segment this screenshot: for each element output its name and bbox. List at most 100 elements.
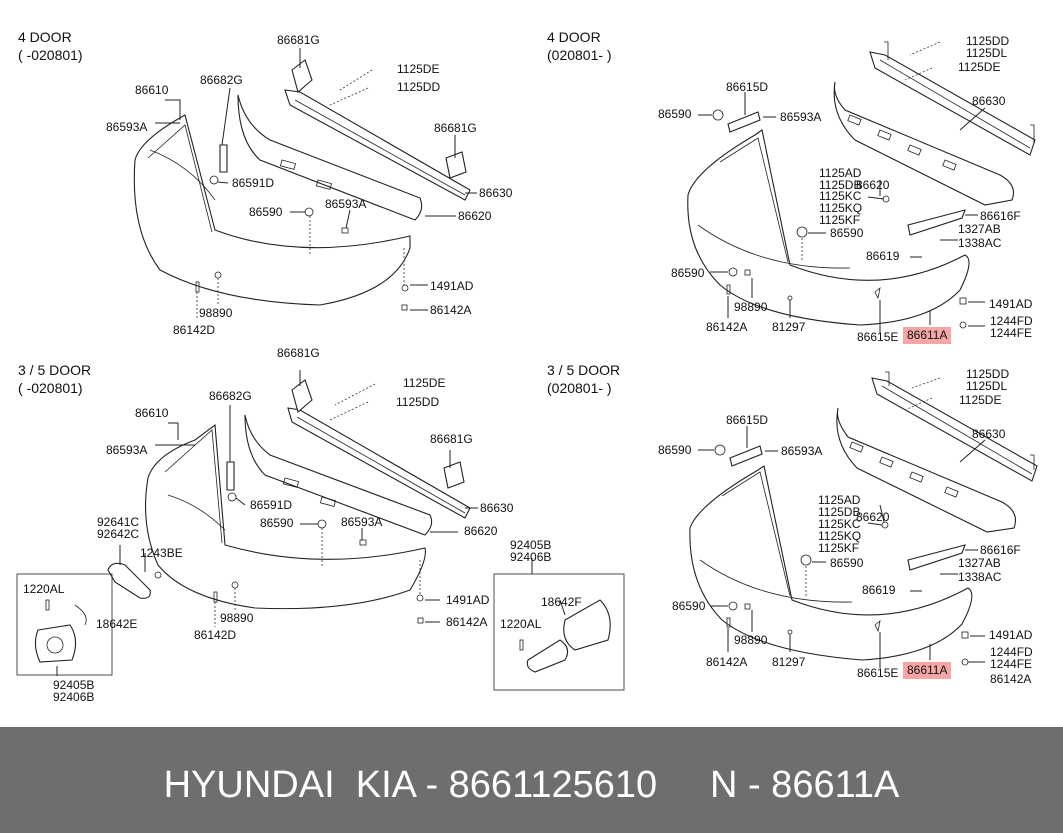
part-label: 86630 — [972, 94, 1006, 108]
part-label: 86620 — [856, 178, 890, 192]
part-label: 92406B — [510, 550, 552, 564]
part-label: 98890 — [734, 300, 768, 314]
part-label: 1338AC — [958, 570, 1002, 584]
panel4-period: (020801- ) — [547, 380, 612, 396]
part-label: 86681G — [434, 121, 477, 135]
part-label: 86615E — [857, 330, 899, 344]
part-label: 86620 — [458, 209, 492, 223]
part-label: 86682G — [209, 389, 252, 403]
part-label: 1125DE — [403, 376, 446, 390]
part-label: 86615D — [726, 80, 769, 94]
part-label: 98890 — [220, 611, 254, 625]
part-label: 86615D — [726, 413, 769, 427]
part-label: 86590 — [830, 556, 864, 570]
panel4-header: 3 / 5 DOOR (020801- ) — [547, 361, 620, 397]
part-label: 1125DD — [966, 367, 1010, 381]
part-label: 1244FD — [990, 314, 1033, 328]
part-label: 1125DE — [959, 393, 1002, 407]
part-label: 98890 — [199, 306, 233, 320]
part-label: 86590 — [671, 266, 705, 280]
part-label: 1220AL — [500, 617, 542, 631]
part-label: 86142D — [173, 323, 216, 337]
part-label: 1125AD — [818, 493, 861, 507]
part-label: 92405B — [53, 678, 95, 692]
parts-diagram: 4 DOOR ( -020801) 4 DOOR (020801- ) 3 / … — [16, 28, 1038, 704]
part-label: 1125DB — [818, 505, 861, 519]
part-label: 86593A — [106, 120, 148, 134]
part-label: 1125KF — [818, 541, 860, 555]
panel4-variant: 3 / 5 DOOR — [547, 362, 621, 378]
highlighted-part-label: 86611A — [903, 662, 952, 679]
part-label: 81297 — [772, 655, 806, 669]
part-label: 86681G — [277, 346, 320, 360]
part-label: 86610 — [135, 406, 169, 420]
part-label: 18642E — [96, 617, 138, 631]
part-label: 1220AL — [23, 582, 65, 596]
panel1-header: 4 DOOR ( -020801) — [18, 28, 83, 64]
part-label: 1244FD — [990, 645, 1033, 659]
part-label: 86142A — [446, 615, 488, 629]
part-label: 86619 — [862, 583, 896, 597]
part-label: 86590 — [672, 599, 706, 613]
part-label: 1125DD — [397, 80, 441, 94]
part-label: 1243BE — [140, 546, 183, 560]
part-label: 86593A — [780, 110, 822, 124]
part-label: 92406B — [53, 690, 95, 704]
part-label: 98890 — [734, 633, 768, 647]
part-label: 86681G — [430, 432, 473, 446]
part-label: 92405B — [510, 538, 552, 552]
part-label: 86590 — [658, 107, 692, 121]
part-label: 1125KQ — [819, 201, 863, 215]
part-label: 1125KC — [818, 517, 861, 531]
part-label: 1125DB — [819, 178, 862, 192]
part-label: 1125AD — [819, 166, 862, 180]
panel3-drawing — [16, 370, 625, 691]
part-label: 1125DD — [396, 395, 440, 409]
part-label: 86142A — [990, 672, 1032, 686]
part-label: 86619 — [866, 249, 900, 263]
panel2-variant: 4 DOOR — [547, 29, 601, 45]
part-label: 86620 — [856, 510, 890, 524]
part-label: 1125KQ — [818, 529, 862, 543]
panel2-header: 4 DOOR (020801- ) — [547, 28, 612, 64]
panel2-drawing — [687, 41, 1036, 333]
part-label: 86142A — [430, 303, 472, 317]
part-label: 1491AD — [446, 593, 490, 607]
part-label: 1125DL — [966, 379, 1008, 393]
panel2-period: (020801- ) — [547, 47, 612, 63]
part-label: 86593A — [341, 515, 383, 529]
part-label: 86590 — [658, 443, 692, 457]
part-number-caption: HYUNDAI KIA - 8661125610 N - 86611A — [163, 764, 900, 806]
panel3-variant: 3 / 5 DOOR — [18, 362, 92, 378]
part-label: 86590 — [260, 516, 294, 530]
part-label: 86610 — [135, 83, 169, 97]
part-label: 18642F — [541, 595, 582, 609]
part-label: 86590 — [830, 226, 864, 240]
part-label: 86620 — [464, 524, 498, 538]
footer-bar: HYUNDAI KIA - 8661125610 N - 86611A — [0, 727, 1063, 833]
part-label: 92641C — [97, 515, 140, 529]
part-label: 86142A — [706, 320, 748, 334]
part-label: 1338AC — [958, 236, 1002, 250]
panel1-variant: 4 DOOR — [18, 29, 72, 45]
part-label: 86142A — [706, 655, 748, 669]
part-label: 92642C — [97, 527, 140, 541]
part-label: 1327AB — [958, 556, 1001, 570]
part-label: 86682G — [200, 73, 243, 87]
part-label: 86681G — [277, 33, 320, 47]
part-label: 81297 — [772, 320, 806, 334]
panel1-drawing — [133, 48, 477, 320]
part-label: 86616F — [980, 543, 1021, 557]
part-label: 1244FE — [990, 657, 1033, 671]
part-label: 86616F — [980, 209, 1021, 223]
part-label: 86590 — [249, 205, 283, 219]
part-label: 1125DE — [397, 62, 440, 76]
highlighted-part-label: 86611A — [903, 327, 952, 344]
part-label: 1491AD — [430, 279, 474, 293]
part-label: 86142D — [194, 628, 237, 642]
panel1-period: ( -020801) — [18, 47, 83, 63]
part-label: 1125DD — [966, 34, 1010, 48]
part-label: 1125KF — [819, 213, 861, 227]
part-label: 86630 — [479, 186, 513, 200]
part-label: 1125DE — [958, 60, 1001, 74]
